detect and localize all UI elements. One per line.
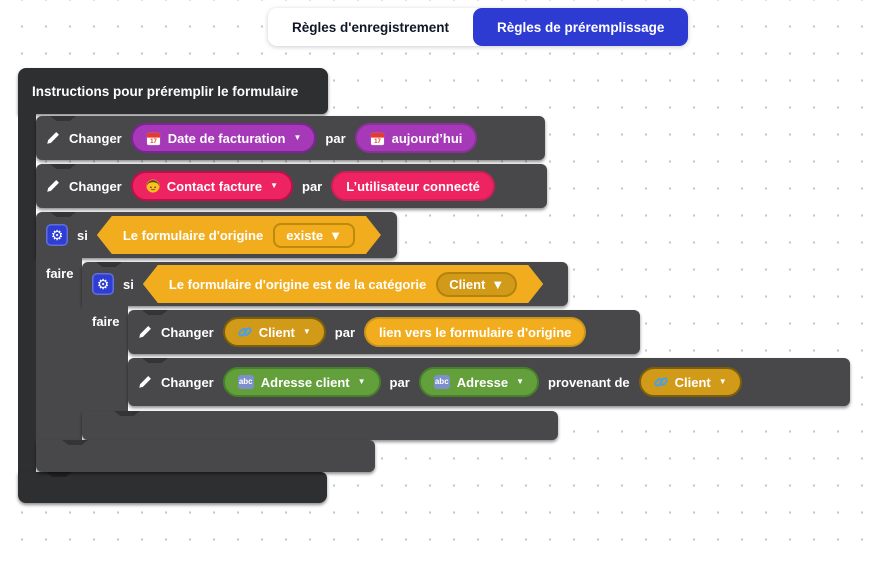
field-dropdown-client[interactable]: Client ▼ [222,317,326,347]
par-label: par [302,178,323,194]
chevron-down-icon: ▼ [718,377,727,386]
chevron-down-icon: ▼ [270,181,279,190]
faire-label: faire [92,314,120,329]
person-icon [146,179,160,193]
changer-label: Changer [161,324,214,340]
value-label: Adresse [456,374,509,390]
category-label: Client [449,276,486,292]
connector-notch [50,212,76,217]
pencil-icon [138,375,152,389]
operator-dropdown-existe[interactable]: existe ▼ [273,223,355,248]
rule-row-set-date[interactable]: Changer 17 Date de facturation ▼ par 17 … [36,116,545,160]
field-label: Date de facturation [167,130,286,146]
operator-label: existe [286,227,324,243]
tab-prefill-rules[interactable]: Règles de préremplissage [473,8,689,46]
gear-glyph: ⚙ [50,227,64,243]
connector-notch [142,310,168,315]
par-label: par [334,324,356,340]
condition-label: Le formulaire d'origine est de la catégo… [168,276,427,292]
link-icon [653,375,668,389]
changer-label: Changer [69,178,122,194]
gear-icon[interactable]: ⚙ [46,224,68,246]
condition-origin-exists[interactable]: Le formulaire d'origine existe ▼ [97,216,381,254]
rule-row-set-contact[interactable]: Changer Contact facture ▼ par L’utilisat… [36,164,547,208]
svg-text:17: 17 [150,138,157,145]
condition-label: Le formulaire d'origine [122,227,264,243]
value-label: lien vers le formulaire d'origine [379,324,572,340]
chevron-down-icon: ▼ [491,276,505,292]
changer-label: Changer [69,130,122,146]
si-label: si [77,227,88,243]
if-block-category-footer [82,411,558,440]
si-label: si [123,276,134,292]
chevron-down-icon: ▼ [516,377,524,386]
link-icon [238,325,252,339]
pencil-icon [138,325,152,339]
field-label: Client [258,324,295,340]
field-dropdown-date-facturation[interactable]: 17 Date de facturation ▼ [130,123,317,153]
gear-glyph: ⚙ [96,276,110,292]
connector-notch [114,411,140,416]
abc-icon: abc [433,375,450,389]
provenant-de-label: provenant de [548,374,630,390]
rule-row-set-address[interactable]: Changer abc Adresse client ▼ par abc Adr… [128,358,850,406]
if-block-category-spine: faire [82,306,128,411]
if-block-origin-footer [36,440,375,472]
value-label: aujourd’hui [391,130,463,146]
pencil-icon [46,131,60,145]
instructions-block-footer [18,472,327,503]
source-label: Client [674,374,711,390]
rule-row-set-client[interactable]: Changer Client ▼ par lien vers le formul… [128,310,640,354]
instructions-title: Instructions pour préremplir le formulai… [32,83,299,99]
svg-text:17: 17 [374,138,381,145]
chevron-down-icon: ▼ [293,133,302,142]
pencil-icon [46,179,60,193]
connector-notch [142,358,168,363]
field-dropdown-contact-facture[interactable]: Contact facture ▼ [130,171,294,201]
field-label: Adresse client [260,374,350,390]
if-block-origin-spine: faire [36,258,82,440]
par-label: par [325,130,346,146]
gear-icon[interactable]: ⚙ [92,273,114,295]
rules-tab-bar: Règles d'enregistrement Règles de prérem… [268,8,689,46]
chevron-down-icon: ▼ [357,377,366,386]
chevron-down-icon: ▼ [329,227,342,243]
connector-notch [96,262,122,267]
connector-notch [46,472,72,477]
tab-registration-rules[interactable]: Règles d'enregistrement [292,19,450,35]
connector-notch [50,116,76,121]
calendar-icon: 17 [146,131,161,146]
condition-origin-category[interactable]: Le formulaire d'origine est de la catégo… [143,265,543,303]
source-dropdown-client[interactable]: Client ▼ [638,367,742,397]
if-block-origin-exists[interactable]: ⚙ si Le formulaire d'origine existe ▼ [36,212,397,258]
changer-label: Changer [161,374,214,390]
value-dropdown-adresse[interactable]: abc Adresse ▼ [418,367,539,397]
abc-icon: abc [237,375,254,389]
par-label: par [389,374,410,390]
chevron-down-icon: ▼ [302,327,311,336]
value-label: L’utilisateur connecté [346,178,480,194]
calendar-icon: 17 [370,131,385,146]
value-block-connected-user[interactable]: L’utilisateur connecté [331,171,495,201]
faire-label: faire [46,266,74,281]
instructions-block-header[interactable]: Instructions pour préremplir le formulai… [18,68,328,114]
abc-glyph: abc [238,377,253,386]
value-block-today[interactable]: 17 aujourd’hui [354,123,478,153]
if-block-origin-category[interactable]: ⚙ si Le formulaire d'origine est de la c… [82,262,568,306]
abc-glyph: abc [434,377,449,386]
field-dropdown-adresse-client[interactable]: abc Adresse client ▼ [222,367,381,397]
value-block-origin-link[interactable]: lien vers le formulaire d'origine [364,317,587,347]
instructions-block-spine [18,110,36,476]
field-label: Contact facture [166,178,263,194]
category-dropdown-client[interactable]: Client ▼ [436,272,517,297]
connector-notch [62,440,88,445]
connector-notch [50,164,76,169]
